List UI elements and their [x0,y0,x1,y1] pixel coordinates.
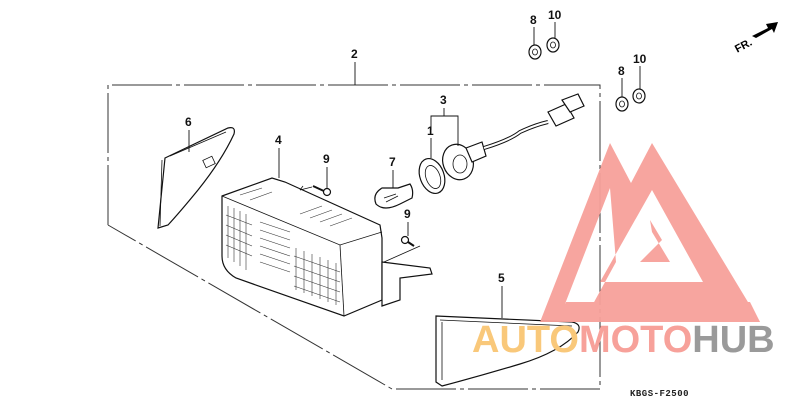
part-bulb[interactable] [374,183,414,209]
lens-hatch-middle [259,221,291,273]
callout-1[interactable]: 1 [427,124,434,158]
watermark-hub: HUB [692,319,774,361]
callout-4[interactable]: 4 [275,133,282,178]
lens-top-hatch [239,187,353,227]
callout-3-label: 3 [440,93,447,107]
callout-2[interactable]: 2 [351,47,358,85]
part-right-side-cover[interactable] [435,315,580,387]
callout-9-lower[interactable]: 9 [404,207,411,236]
watermark-text: AUTOMOTOHUB [472,319,775,361]
callout-8-lower[interactable]: 8 [618,64,625,97]
part-grommet-lower[interactable] [615,96,629,112]
watermark-logo-icon [540,143,760,322]
part-screw-lower[interactable] [383,235,421,263]
callout-6-label: 6 [185,115,192,129]
callout-7-label: 7 [389,155,396,169]
callout-2-label: 2 [351,47,358,61]
part-nut-lower[interactable] [632,88,646,104]
callout-9-upper-label: 9 [323,152,330,166]
callout-4-label: 4 [275,133,282,147]
callout-9-lower-label: 9 [404,207,411,221]
callout-10-lower[interactable]: 10 [633,52,647,89]
fr-label: FR. [733,37,754,56]
callout-1-label: 1 [427,124,434,138]
part-gasket-ring[interactable] [415,155,450,197]
part-grommet-upper[interactable] [528,44,542,60]
callout-6[interactable]: 6 [185,115,192,152]
lens-grid-right [293,248,341,305]
part-socket-harness[interactable] [438,93,585,184]
callout-8-upper-label: 8 [530,13,537,27]
lens-grid-left [225,206,253,270]
front-direction-indicator: FR. [733,22,778,56]
callout-7[interactable]: 7 [389,155,396,188]
watermark-auto: AUTO [472,319,579,361]
part-headlight-housing[interactable] [221,177,433,317]
callout-8-lower-label: 8 [618,64,625,78]
reference-code: KBGS-F2500 [630,389,689,399]
assembly-frame [107,84,601,390]
callout-5-label: 5 [498,271,505,285]
callout-10-upper-label: 10 [548,8,562,22]
arrow-up-right-icon [752,22,778,38]
watermark-moto: MOTO [579,319,692,361]
callout-10-upper[interactable]: 10 [548,8,562,38]
callout-10-lower-label: 10 [633,52,647,66]
part-screw-upper[interactable] [299,185,332,197]
part-left-side-cover[interactable] [157,127,235,229]
callout-9-upper[interactable]: 9 [323,152,330,188]
callout-5[interactable]: 5 [498,271,505,318]
callout-8-upper[interactable]: 8 [530,13,537,45]
part-nut-upper[interactable] [546,37,560,53]
callout-3[interactable]: 3 [430,93,459,146]
